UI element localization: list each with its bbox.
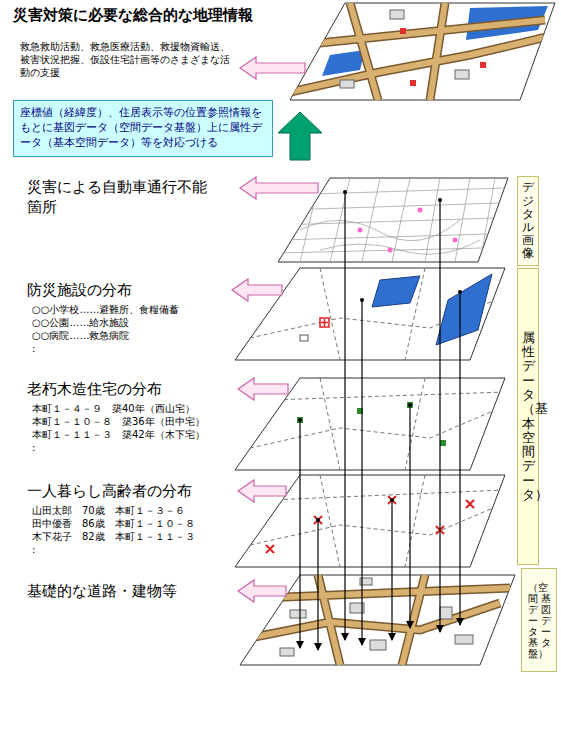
facility-layer xyxy=(436,274,492,345)
composite-map xyxy=(290,3,555,100)
composite-map xyxy=(290,3,555,100)
elderly-layer xyxy=(266,496,474,553)
facility-layer xyxy=(250,268,500,360)
facility-layer xyxy=(372,276,420,307)
base-map-layer xyxy=(455,635,473,644)
facility-layer xyxy=(321,319,328,326)
reference-dots xyxy=(360,298,364,302)
reference-lines xyxy=(344,192,345,640)
vertical-band: デジタル画像 xyxy=(517,176,539,266)
composite-map xyxy=(340,80,354,88)
reference-dots xyxy=(298,190,462,522)
vertical-band: 属性データ（基本空間データ） xyxy=(517,268,539,565)
reference-dots xyxy=(438,198,442,202)
composite-map xyxy=(400,28,406,34)
digital-image-layer xyxy=(278,188,505,253)
base-map-layer xyxy=(370,640,386,650)
list-item: 木下花子 82歳 本町１－１１－３ xyxy=(32,530,227,543)
base-map-layer xyxy=(440,607,452,619)
base-map-layer xyxy=(280,648,294,656)
reference-dots xyxy=(408,403,412,407)
composite-map xyxy=(410,80,416,86)
list-item: 本町１－１０－８ 築36年（田中宅） xyxy=(32,415,227,428)
old-house-layer xyxy=(235,378,505,470)
digital-image-layer xyxy=(418,208,423,213)
list-item: 本町１－４－９ 築40年（西山宅） xyxy=(32,402,227,415)
list-ellipsis: : xyxy=(32,543,227,556)
vertical-band: 基図データ（空間データ基盤） xyxy=(521,568,557,672)
pointer-arrow xyxy=(240,57,305,79)
composite-map xyxy=(322,50,365,76)
pointer-arrow xyxy=(238,480,286,502)
facility-layer xyxy=(320,318,329,327)
facility-layer xyxy=(235,268,505,360)
elderly-layer xyxy=(250,475,505,567)
list-item: 本町１－１１－３ 築42年（木下宅） xyxy=(32,428,227,441)
old-house-layer xyxy=(440,440,446,446)
layer-label: 防災施設の分布 xyxy=(27,281,227,301)
reference-dots xyxy=(298,418,302,422)
pointer-arrow xyxy=(238,580,286,602)
composite-map xyxy=(455,70,469,79)
list-item: ○○公園……給水施設 xyxy=(32,316,227,329)
pointer-arrow xyxy=(240,177,318,199)
reference-dots xyxy=(458,290,462,294)
list-ellipsis: : xyxy=(32,441,227,454)
facility-layer xyxy=(300,335,308,341)
composite-map xyxy=(290,3,555,100)
reference-lines xyxy=(409,405,410,628)
digital-image-layer xyxy=(388,248,393,253)
up-arrow xyxy=(278,112,322,160)
reference-dots xyxy=(343,190,347,194)
diagram-title: 災害対策に必要な総合的な地理情報 xyxy=(13,6,253,25)
reference-lines xyxy=(439,200,440,632)
digital-image-layer xyxy=(358,228,363,233)
layer-label: 災害による自動車通行不能箇所 xyxy=(27,178,217,217)
pointer-arrow xyxy=(232,279,282,301)
layer-label: 基礎的な道路・建物等 xyxy=(27,582,227,602)
vertical-text: （空間データ基盤） xyxy=(528,582,538,659)
vertical-text: 属性データ（基本空間データ） xyxy=(522,331,535,503)
layer-label: 一人暮らし高齢者の分布 xyxy=(27,482,227,502)
list-item: ○○病院……救急病院 xyxy=(32,329,227,342)
facility-layer xyxy=(235,268,505,360)
vertical-text: デジタル画像 xyxy=(522,181,534,260)
old-house-layer xyxy=(235,378,505,470)
base-map-layer xyxy=(290,610,306,618)
reference-lines xyxy=(459,292,460,625)
reference-lines xyxy=(361,300,362,645)
list-item: 田中優香 86歳 本町１－１０－８ xyxy=(32,517,227,530)
composite-map xyxy=(480,62,486,68)
reference-lines xyxy=(300,192,460,650)
layer-label: 老朽木造住宅の分布 xyxy=(27,380,227,400)
pointer-arrow xyxy=(238,378,288,400)
reference-lines xyxy=(317,520,318,650)
reference-lines xyxy=(299,420,300,648)
digital-image-layer xyxy=(300,178,495,262)
box-text: 座標値（経緯度）、住居表示等の位置参照情報をもとに基図データ（空間データ基盤）上… xyxy=(20,106,266,151)
vertical-text: 基図データ xyxy=(541,593,551,648)
composite-map xyxy=(390,10,404,19)
list-ellipsis: : xyxy=(32,342,227,355)
reference-dots xyxy=(390,498,394,502)
list-item: 山田太郎 70歳 本町１－３－６ xyxy=(32,504,227,517)
elderly-layer xyxy=(235,475,505,567)
elderly-layer xyxy=(235,475,505,567)
composite-map xyxy=(290,3,555,100)
reference-dots xyxy=(316,518,320,522)
composite-map xyxy=(290,3,555,100)
elderly-layer xyxy=(250,475,505,567)
support-note: 救急救助活動、救急医療活動、救援物資輸送、被害状況把握、仮設住宅計画等のさまざま… xyxy=(20,40,236,79)
facility-layer xyxy=(250,268,500,360)
reference-lines xyxy=(391,500,392,640)
list-item: ○○小学校……避難所、食糧備蓄 xyxy=(32,303,227,316)
digital-image-layer xyxy=(453,238,458,243)
digital-image-layer xyxy=(300,220,480,254)
info-box: 座標値（経緯度）、住居表示等の位置参照情報をもとに基図データ（空間データ基盤）上… xyxy=(13,100,273,157)
